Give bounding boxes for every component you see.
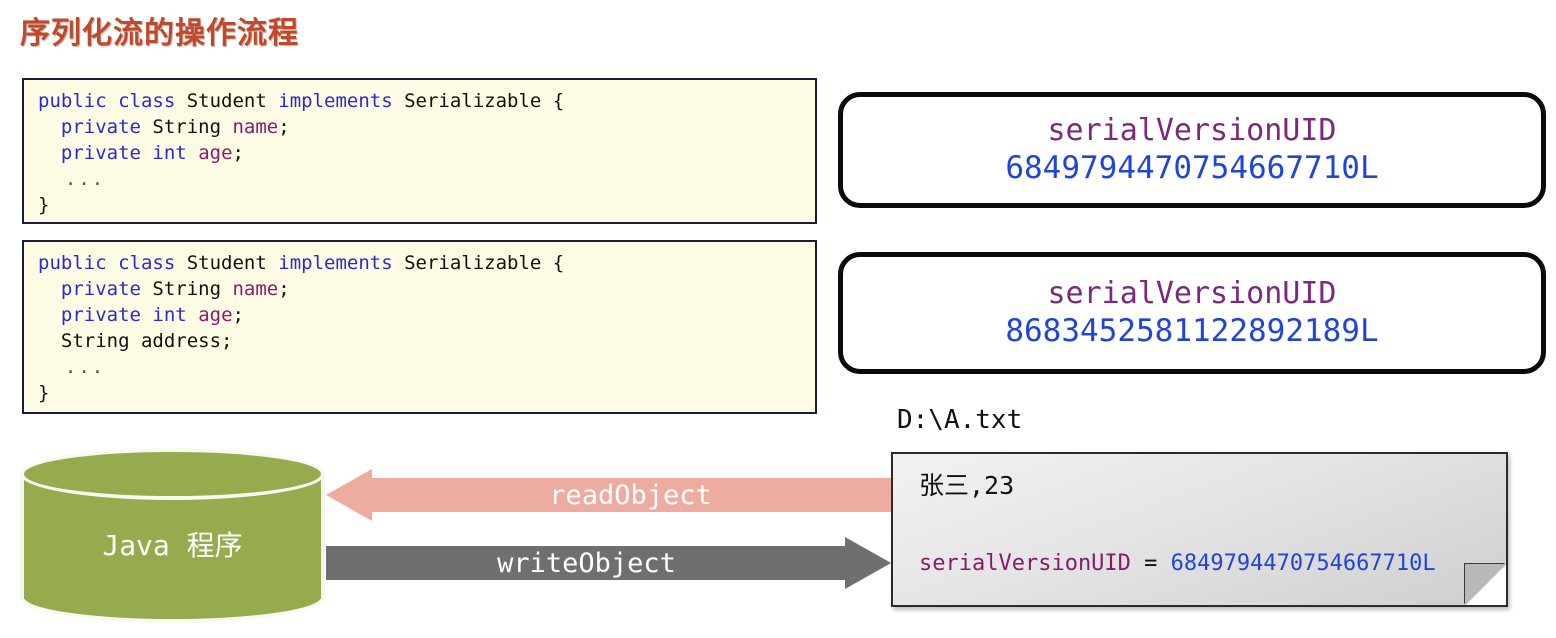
file-uid-value: 6849794470754667710L xyxy=(1170,551,1436,576)
code-line: private int age; xyxy=(38,140,803,166)
serial-version-uid-value: 6849794470754667710L xyxy=(1005,150,1379,186)
code-line: private String name; xyxy=(38,276,803,302)
code-token xyxy=(107,252,118,274)
code-token: private xyxy=(60,304,141,326)
code-token: int xyxy=(152,304,187,326)
serial-version-uid-box-1: serialVersionUID 6849794470754667710L xyxy=(838,92,1546,208)
code-token: Serializable { xyxy=(392,90,565,112)
file-uid-equals: = xyxy=(1130,551,1171,576)
code-token: ; xyxy=(278,116,290,138)
code-token: implements xyxy=(278,90,393,112)
write-object-arrow: writeObject xyxy=(326,537,891,589)
code-token xyxy=(141,142,152,164)
code-token: name xyxy=(232,278,279,300)
code-token: } xyxy=(38,194,50,216)
code-token: ; xyxy=(232,304,244,326)
arrow-shaft xyxy=(370,478,891,512)
code-token: String xyxy=(140,278,233,300)
serial-version-uid-box-2: serialVersionUID 8683452581122892189L xyxy=(838,252,1546,374)
file-uid-line: serialVersionUID = 6849794470754667710L xyxy=(919,551,1436,576)
code-token xyxy=(38,278,61,300)
code-token: String xyxy=(140,116,233,138)
code-line: private String name; xyxy=(38,114,803,140)
code-token: Serializable { xyxy=(392,252,565,274)
code-token: age xyxy=(198,304,233,326)
code-token: private xyxy=(60,278,141,300)
code-token: } xyxy=(38,382,50,404)
cylinder-label: Java 程序 xyxy=(102,529,243,562)
code-token xyxy=(187,142,198,164)
file-uid-name: serialVersionUID xyxy=(919,551,1131,576)
arrow-head-left-icon xyxy=(326,469,372,521)
code-block-student-v1: public class Student implements Serializ… xyxy=(22,78,817,224)
code-token: name xyxy=(232,116,279,138)
serial-version-uid-label: serialVersionUID xyxy=(1047,113,1337,148)
code-line: } xyxy=(38,192,803,218)
arrow-shaft xyxy=(326,546,847,580)
file-path-label: D:\A.txt xyxy=(897,405,1023,435)
write-object-label: writeObject xyxy=(497,547,676,579)
file-content-box: 张三,23 serialVersionUID = 684979447075466… xyxy=(891,452,1508,607)
code-line: } xyxy=(38,380,803,406)
java-program-cylinder: Java 程序 xyxy=(20,448,325,623)
code-block-student-v2: public class Student implements Serializ… xyxy=(22,240,817,414)
page-fold-cut-icon xyxy=(1465,564,1506,605)
code-token xyxy=(38,304,61,326)
code-token: public xyxy=(38,252,107,274)
serial-version-uid-label: serialVersionUID xyxy=(1047,276,1337,311)
code-line: ... xyxy=(38,354,803,380)
code-token: implements xyxy=(278,252,393,274)
code-token: String address; xyxy=(38,330,233,352)
read-object-arrow: readObject xyxy=(326,469,891,521)
code-token: int xyxy=(152,142,187,164)
code-token: private xyxy=(60,142,141,164)
code-token: ... xyxy=(38,356,106,378)
code-line: public class Student implements Serializ… xyxy=(38,88,803,114)
code-line: public class Student implements Serializ… xyxy=(38,250,803,276)
code-token xyxy=(141,304,152,326)
code-token: private xyxy=(60,116,141,138)
code-line: String address; xyxy=(38,328,803,354)
code-token xyxy=(187,304,198,326)
page-title: 序列化流的操作流程 xyxy=(20,16,299,51)
code-token: public xyxy=(38,90,107,112)
file-record-line: 张三,23 xyxy=(919,471,1015,500)
code-line: ... xyxy=(38,166,803,192)
code-token: Student xyxy=(175,252,279,274)
code-token: Student xyxy=(175,90,279,112)
code-token: ... xyxy=(38,168,106,190)
read-object-label: readObject xyxy=(549,479,712,511)
arrow-head-right-icon xyxy=(845,537,891,589)
code-token: ; xyxy=(232,142,244,164)
code-token: ; xyxy=(278,278,290,300)
serial-version-uid-value: 8683452581122892189L xyxy=(1005,313,1379,349)
code-token xyxy=(38,116,61,138)
code-token xyxy=(107,90,118,112)
code-token: age xyxy=(198,142,233,164)
code-token: class xyxy=(118,90,176,112)
code-token: class xyxy=(118,252,176,274)
cylinder-top-ellipse xyxy=(20,448,325,500)
code-line: private int age; xyxy=(38,302,803,328)
code-token xyxy=(38,142,61,164)
